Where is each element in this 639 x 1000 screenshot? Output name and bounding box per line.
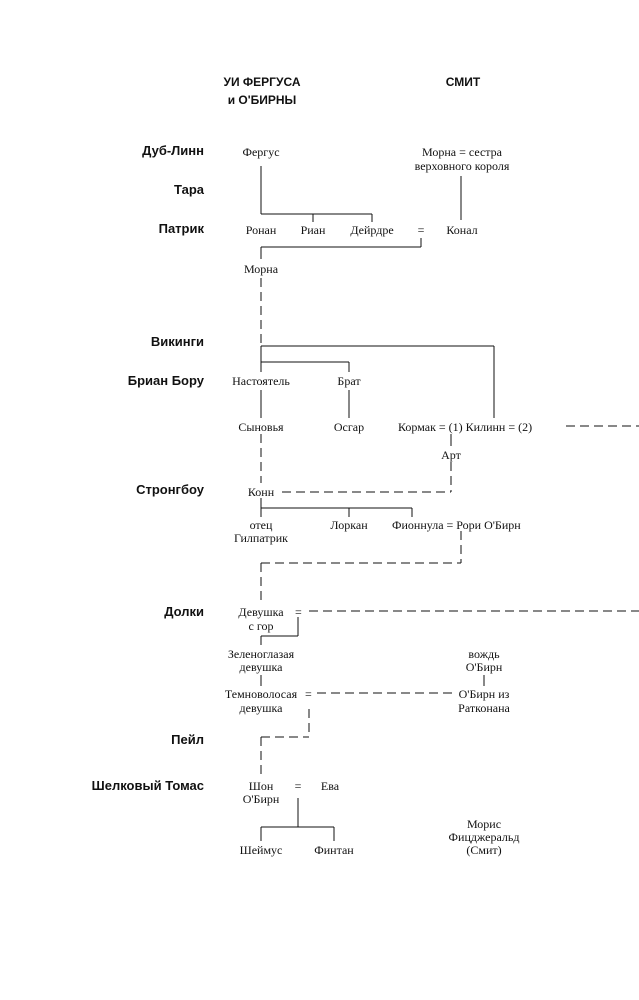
marriage-deirdre-conal: = xyxy=(417,223,425,237)
person-rian: Риан xyxy=(300,223,326,237)
person-green-eyed-girl-line2: девушка xyxy=(239,660,283,674)
person-sons: Сыновья xyxy=(238,420,284,434)
person-mountain-girl-line1: Девушка xyxy=(238,605,284,619)
person-seamus: Шеймус xyxy=(239,843,283,857)
era-brian-boru: Бриан Бору xyxy=(127,373,204,388)
person-deirdre: Дейрдре xyxy=(350,223,394,237)
marriage-mountain-girl: = xyxy=(295,605,302,619)
era-tara: Тара xyxy=(173,182,204,197)
person-brother: Брат xyxy=(337,374,361,388)
person-fionnula-rory: Фионнула = Рори О'Бирн xyxy=(392,518,521,532)
person-conal: Конал xyxy=(446,223,478,237)
person-fergus: Фергус xyxy=(242,145,280,159)
header-left-line1: УИ ФЕРГУСА xyxy=(223,75,301,89)
person-sean-line2: О'Бирн xyxy=(242,792,280,806)
era-dalkey: Долки xyxy=(164,604,204,619)
marriage-dark-haired: = xyxy=(305,687,312,701)
era-silken-thomas: Шелковый Томас xyxy=(91,778,204,793)
person-chief-obyrne-line1: вождь xyxy=(468,647,500,661)
header-right: СМИТ xyxy=(445,75,481,89)
person-morna-sister-line2: верховного короля xyxy=(414,159,510,173)
person-ronan: Ронан xyxy=(245,223,277,237)
person-morna: Морна xyxy=(243,262,279,276)
person-dark-haired-girl-line2: девушка xyxy=(239,701,283,715)
person-father-gilpatrick-line2: Гилпатрик xyxy=(234,531,288,545)
person-green-eyed-girl-line1: Зеленоглазая xyxy=(227,647,295,661)
person-father-gilpatrick-line1: отец xyxy=(249,518,273,532)
era-dublin: Дуб-Линн xyxy=(142,143,204,158)
person-cormac-kilinn: Кормак = (1) Килинн = (2) xyxy=(398,420,533,434)
person-mountain-girl-line2: с гор xyxy=(248,619,274,633)
person-morna-sister-line1: Морна = сестра xyxy=(421,145,503,159)
era-strongbow: Стронгбоу xyxy=(136,482,204,497)
marriage-sean-eva: = xyxy=(294,779,302,793)
person-abbot: Настоятель xyxy=(232,374,290,388)
person-sean-line1: Шон xyxy=(248,779,274,793)
person-maurice-line1: Морис xyxy=(466,817,502,831)
person-obyrne-rathconan-line2: Ратконана xyxy=(458,701,510,715)
person-fintan: Финтан xyxy=(314,843,354,857)
person-obyrne-rathconan-line1: О'Бирн из xyxy=(458,687,510,701)
person-art: Арт xyxy=(441,448,461,462)
era-patrick: Патрик xyxy=(158,221,204,236)
era-vikings: Викинги xyxy=(150,334,204,349)
person-maurice-line3: (Смит) xyxy=(466,843,502,857)
person-lorcan: Лоркан xyxy=(330,518,368,532)
person-dark-haired-girl-line1: Темноволосая xyxy=(224,687,298,701)
person-conn: Конн xyxy=(247,485,275,499)
person-chief-obyrne-line2: О'Бирн xyxy=(465,660,503,674)
person-eva: Ева xyxy=(320,779,340,793)
header-left-line2: и О'БИРНЫ xyxy=(227,93,297,107)
person-osgar: Осгар xyxy=(333,420,365,434)
era-pale: Пейл xyxy=(171,732,204,747)
person-maurice-line2: Фицджеральд xyxy=(448,830,520,844)
